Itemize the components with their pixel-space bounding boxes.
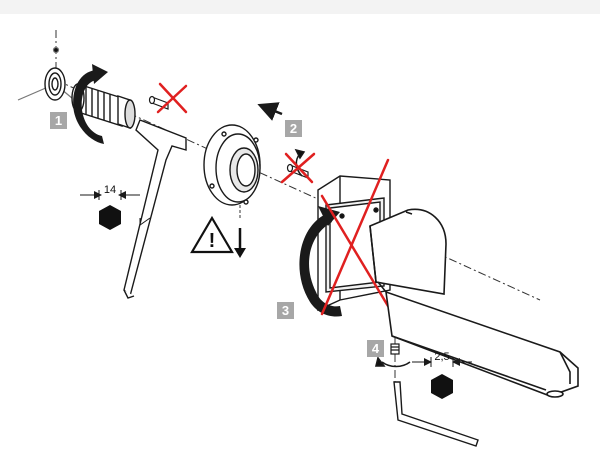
svg-text:4: 4 [372, 341, 380, 356]
step-badge-1: 1 [50, 112, 67, 129]
red-x-icon [280, 152, 316, 184]
red-x-icon [320, 158, 390, 316]
top-strip [0, 0, 600, 14]
step-badge-4: 4 [367, 340, 384, 357]
rotation-arrow-large-icon [299, 206, 342, 317]
faucet-body [369, 208, 579, 398]
wrench-size-14 [80, 190, 151, 230]
wrench-size-14-label: 14 [104, 184, 116, 196]
mounting-block [317, 175, 391, 312]
push-arrow-icon [257, 102, 283, 121]
step-badge-3: 3 [277, 302, 294, 319]
rotation-arrow-icon [73, 64, 108, 144]
wrench-size-2-5 [412, 357, 472, 399]
warning-triangle-icon: ! [190, 215, 234, 254]
red-x-icon [156, 82, 188, 114]
svg-text:!: ! [209, 230, 216, 252]
hex-key-large [123, 119, 187, 299]
grub-screw-upper [148, 95, 169, 110]
wrench-size-2-5-label: 2,5 [434, 351, 449, 363]
grub-screw-lower [390, 343, 400, 355]
svg-text:3: 3 [282, 303, 289, 318]
svg-text:2: 2 [290, 121, 297, 136]
escutcheon-plate [203, 124, 261, 206]
filter-screen [44, 67, 66, 101]
hex-key-small [393, 381, 479, 447]
svg-text:1: 1 [55, 113, 62, 128]
step-badge-2: 2 [285, 120, 302, 137]
down-arrow-icon [234, 205, 246, 258]
rotation-arrow-bottom-icon [374, 356, 411, 368]
